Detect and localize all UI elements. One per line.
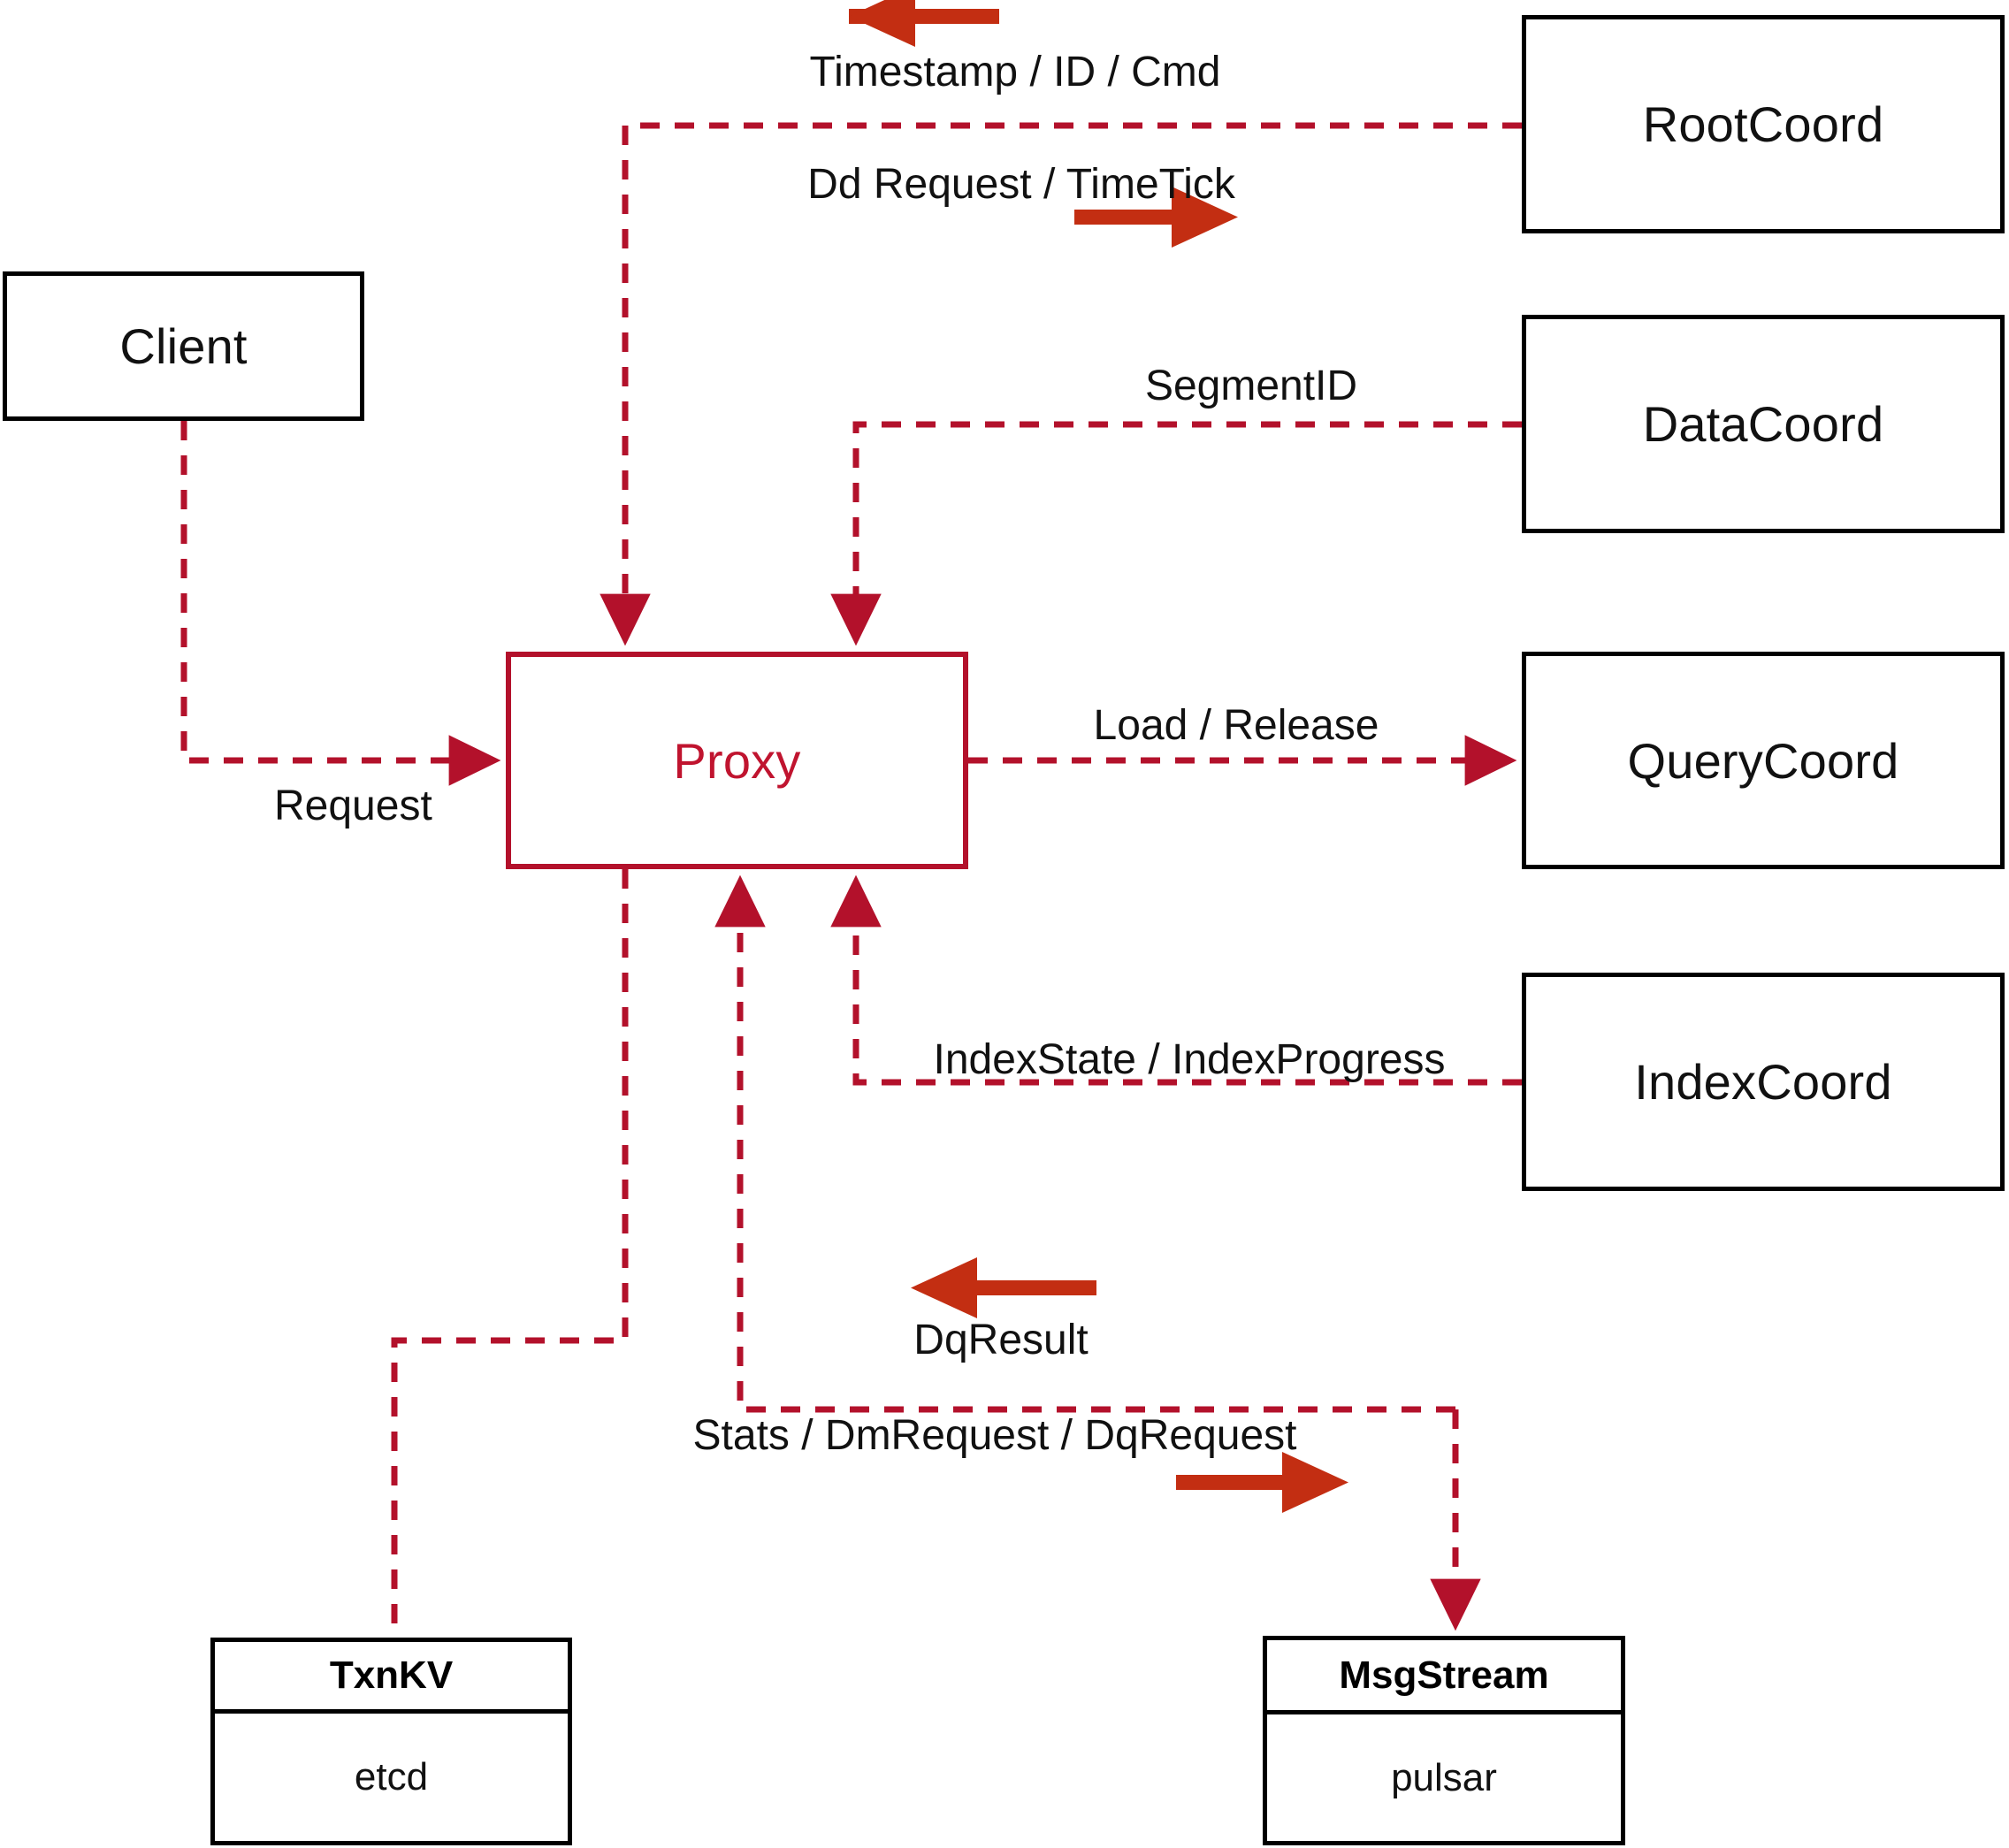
wire-client-to-proxy (180, 421, 501, 786)
node-proxy-label: Proxy (673, 732, 801, 789)
node-msgstream-body: pulsar (1267, 1714, 1621, 1841)
node-txnkv[interactable]: TxnKV etcd (210, 1638, 572, 1845)
node-datacoord[interactable]: DataCoord (1522, 315, 2005, 533)
legend-arrow-timestamp-left (849, 0, 999, 47)
node-msgstream-impl: pulsar (1391, 1755, 1497, 1799)
edge-label-segment-id: SegmentID (1144, 363, 1358, 409)
node-proxy[interactable]: Proxy (506, 652, 968, 869)
edge-label-index-state-progress: IndexState / IndexProgress (933, 1036, 1446, 1083)
node-querycoord[interactable]: QueryCoord (1522, 652, 2005, 869)
edge-label-request: Request (274, 783, 432, 829)
node-msgstream-title: MsgStream (1339, 1653, 1549, 1697)
edge-label-dq-result: DqResult (913, 1317, 1089, 1363)
wire-proxy-to-txnkv (391, 869, 629, 1638)
node-txnkv-title: TxnKV (329, 1653, 454, 1697)
node-txnkv-impl: etcd (354, 1755, 429, 1798)
node-client[interactable]: Client (3, 271, 364, 421)
edge-label-timestamp-id-cmd: Timestamp / ID / Cmd (809, 49, 1221, 95)
node-msgstream[interactable]: MsgStream pulsar (1263, 1636, 1625, 1845)
node-rootcoord[interactable]: RootCoord (1522, 15, 2005, 233)
node-rootcoord-label: RootCoord (1642, 96, 1884, 152)
edge-label-load-release: Load / Release (1093, 702, 1379, 749)
wire-datacoord-to-proxy (830, 421, 1522, 646)
edge-label-dd-request-timetick: Dd Request / TimeTick (807, 161, 1235, 208)
node-msgstream-header: MsgStream (1267, 1640, 1621, 1714)
node-querycoord-label: QueryCoord (1627, 732, 1899, 789)
node-indexcoord-label: IndexCoord (1634, 1054, 1892, 1110)
node-indexcoord[interactable]: IndexCoord (1522, 973, 2005, 1191)
legend-arrow-stats-right (1176, 1452, 1348, 1513)
node-txnkv-body: etcd (215, 1714, 568, 1841)
wire-indexcoord-to-proxy (830, 874, 1522, 1086)
node-datacoord-label: DataCoord (1642, 396, 1884, 452)
edge-label-stats-dm-dq-request: Stats / DmRequest / DqRequest (692, 1412, 1297, 1459)
node-txnkv-header: TxnKV (215, 1642, 568, 1714)
legend-arrow-ddrequest-right (1074, 187, 1238, 248)
node-client-label: Client (119, 318, 248, 374)
wire-rootcoord-to-proxy (600, 122, 1522, 646)
wire-proxy-to-msgstream (714, 874, 1455, 1413)
legend-arrow-dqresult-left (911, 1257, 1096, 1318)
